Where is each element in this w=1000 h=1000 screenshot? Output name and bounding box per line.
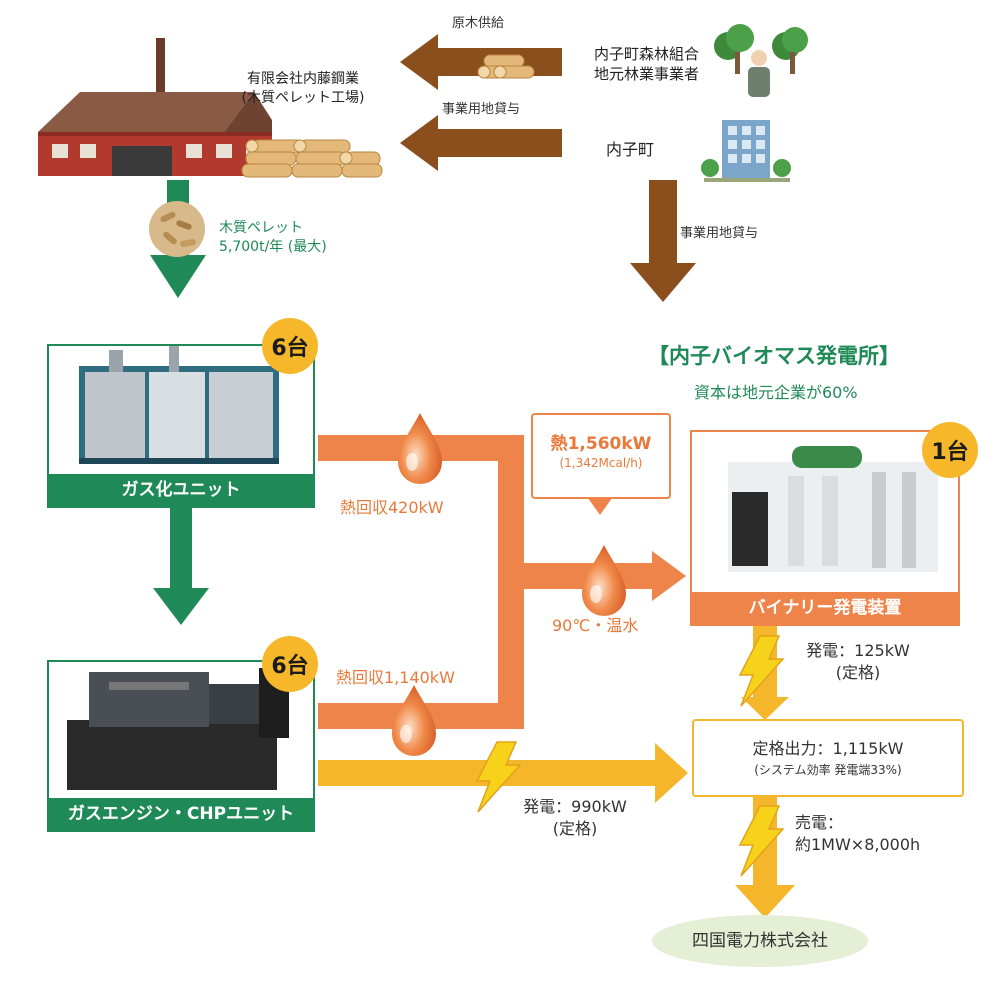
- heat-recovery-1140-label: 熱回収1,140kW: [336, 668, 455, 687]
- gasifier-image: [79, 346, 279, 464]
- sale-label: 売電： 約1MW×8,000h: [795, 812, 920, 856]
- heat-total-box: 熱1,560kW (1,342Mcal/h): [531, 413, 671, 499]
- plant-subtitle: 資本は地元企業が60%: [694, 383, 858, 402]
- rated-output-line1: 定格出力：1,115kW: [752, 739, 904, 758]
- heat-drop-icon: [392, 413, 626, 756]
- engine-unit-box: ガスエンジン・CHPユニット: [47, 660, 315, 832]
- heat-total-line2: (1,342Mcal/h): [559, 456, 643, 470]
- forest-org-line2: 地元林業事業者: [594, 65, 700, 83]
- engine-count-badge: 6台: [262, 636, 318, 692]
- heat-callout-pointer: [588, 498, 612, 515]
- sale-line2: 約1MW×8,000h: [795, 835, 921, 854]
- log-pile-icon: [477, 54, 535, 79]
- engine-image: [67, 668, 289, 790]
- engine-generation-label: 発電：990kW (定格): [510, 796, 640, 840]
- land-lease-arrow-1: [400, 115, 562, 171]
- plant-title: 【内子バイオマス発電所】: [648, 344, 900, 368]
- binary-generation-label: 発電：125kW (定格): [793, 640, 923, 684]
- land-lease-label: 事業用地貸与: [442, 102, 521, 117]
- engine-caption: ガスエンジン・CHPユニット: [49, 798, 313, 830]
- rated-output-line2: (システム効率 発電端33%): [754, 763, 902, 777]
- rated-output-box: 定格出力：1,115kW (システム効率 発電端33%): [692, 719, 964, 797]
- supply-label: 原木供給: [452, 16, 505, 31]
- heat-recovery-420-label: 熱回収420kW: [340, 498, 444, 517]
- engine-gen-line2: (定格): [552, 819, 598, 838]
- sale-line1: 売電：: [795, 813, 844, 832]
- binary-image: [728, 446, 938, 572]
- land-lease-arrow-2: [630, 180, 696, 302]
- town-office-icon: [701, 120, 791, 182]
- factory-line1: 有限会社内藤鋼業: [247, 71, 359, 87]
- forest-org-label: 内子町森林組合 地元林業事業者: [594, 44, 699, 84]
- binary-gen-line2: (定格): [835, 663, 881, 682]
- pellet-line1: 木質ペレット: [219, 220, 303, 236]
- factory-label: 有限会社内藤鋼業 (木質ペレット工場): [233, 70, 373, 108]
- gasifier-caption: ガス化ユニット: [49, 474, 313, 506]
- gasifier-unit-box: ガス化ユニット: [47, 344, 315, 508]
- binary-count-badge: 1台: [922, 422, 978, 478]
- gasifier-to-engine-arrow: [153, 508, 209, 625]
- pellet-label: 木質ペレット 5,700t/年 (最大): [219, 219, 327, 257]
- binary-unit-box: バイナリー発電装置: [690, 430, 960, 626]
- factory-icon: [38, 38, 272, 176]
- supply-arrow: [400, 34, 562, 90]
- pellet-line2: 5,700t/年 (最大): [219, 239, 327, 255]
- binary-gen-line1: 発電：125kW: [806, 641, 910, 660]
- hot-water-label: 90℃・温水: [552, 616, 639, 635]
- factory-line2: (木質ペレット工場): [241, 90, 365, 106]
- forest-org-line1: 内子町森林組合: [594, 45, 700, 63]
- utility-company: 四国電力株式会社: [652, 915, 868, 967]
- binary-caption: バイナリー発電装置: [692, 592, 958, 624]
- log-pile-icon-large: [241, 139, 383, 178]
- gasifier-count-badge: 6台: [262, 318, 318, 374]
- wood-pellet-icon: [149, 201, 205, 257]
- heat-total-line1: 熱1,560kW: [550, 434, 652, 454]
- lightning-icon: [475, 635, 785, 877]
- forest-icon: [714, 24, 808, 97]
- engine-gen-line1: 発電：990kW: [523, 797, 627, 816]
- land-lease-label-vertical: 事業用地貸与: [680, 226, 759, 241]
- town-label: 内子町: [606, 140, 655, 159]
